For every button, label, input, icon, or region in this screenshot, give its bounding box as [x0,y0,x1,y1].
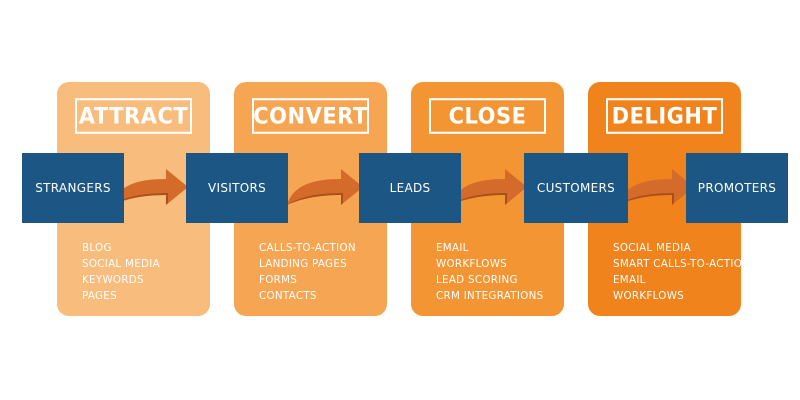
list-item: EMAIL [436,242,469,254]
node-customers: CUSTOMERS [524,153,628,223]
curved-right-arrow-icon [451,169,527,205]
list-item: BLOG [82,242,112,254]
node-promoters: PROMOTERS [686,153,788,223]
stage-title-convert: CONVERT [252,98,369,134]
list-item: SOCIAL MEDIA [613,242,691,254]
list-item: LANDING PAGES [259,258,347,270]
stage-list-delight: SOCIAL MEDIA SMART CALLS-TO-ACTION EMAIL… [613,240,750,304]
list-item: WORKFLOWS [436,258,508,270]
curved-right-arrow-icon [618,169,694,205]
list-item: SOCIAL MEDIA [82,258,160,270]
list-item: EMAIL [613,274,646,286]
list-item: CALLS-TO-ACTION [259,242,356,254]
list-item: KEYWORDS [82,274,144,286]
list-item: CRM INTEGRATIONS [436,290,544,302]
stage-list-attract: BLOG SOCIAL MEDIA KEYWORDS PAGES [82,240,160,304]
list-item: SMART CALLS-TO-ACTION [613,258,751,270]
stage-title-delight: DELIGHT [606,98,723,134]
stage-list-close: EMAIL WORKFLOWS LEAD SCORING CRM INTEGRA… [436,240,543,304]
list-item: WORKFLOWS [613,290,685,302]
node-strangers: STRANGERS [22,153,124,223]
stage-title-close: CLOSE [429,98,546,134]
curved-right-arrow-icon [287,169,363,205]
list-item: PAGES [82,290,117,302]
node-visitors: VISITORS [186,153,288,223]
stage-title-attract: ATTRACT [75,98,192,134]
list-item: FORMS [259,274,298,286]
list-item: LEAD SCORING [436,274,518,286]
curved-right-arrow-icon [112,169,188,205]
node-leads: LEADS [359,153,461,223]
stage-list-convert: CALLS-TO-ACTION LANDING PAGES FORMS CONT… [259,240,356,304]
list-item: CONTACTS [259,290,317,302]
